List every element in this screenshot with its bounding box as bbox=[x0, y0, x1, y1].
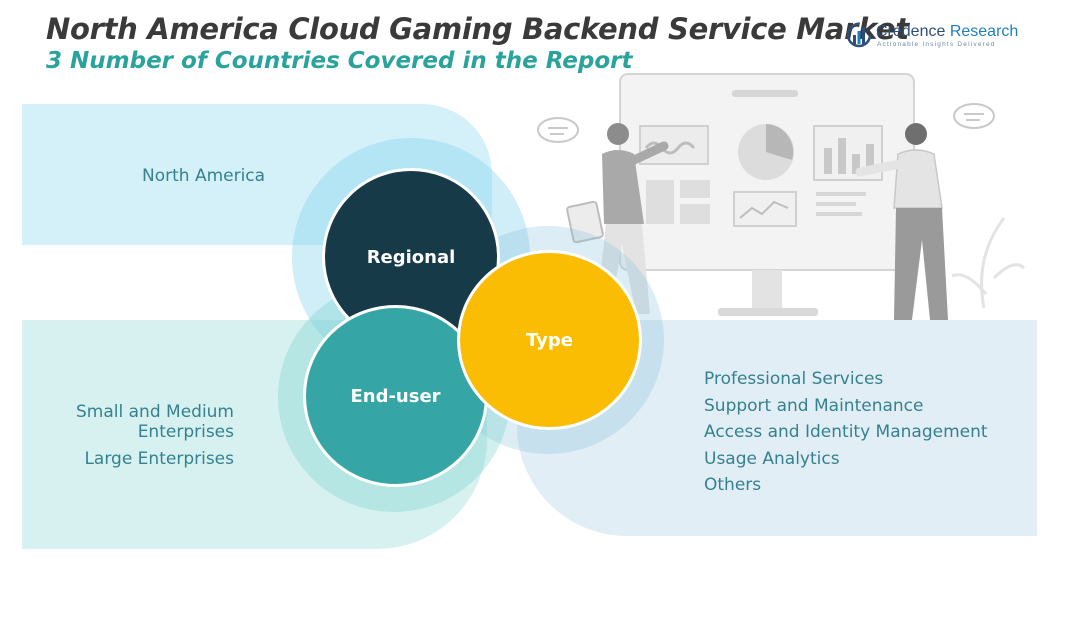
type-item: Support and Maintenance bbox=[704, 395, 924, 416]
enduser-circle-label: End-user bbox=[350, 385, 441, 407]
logo-name-part2: Research bbox=[945, 23, 1019, 40]
regional-circle-label: Regional bbox=[366, 246, 456, 268]
plant-leaves-icon bbox=[951, 217, 1026, 309]
logo-name: Credence Research bbox=[876, 23, 1018, 41]
type-item: Professional Services bbox=[704, 369, 884, 389]
regional-item: North America bbox=[142, 166, 266, 186]
enduser-item: Small and Medium Enterprises bbox=[76, 402, 234, 442]
logo-tagline: Actionable Insights Delivered bbox=[877, 41, 996, 48]
speech-bubble-icon bbox=[953, 103, 995, 129]
regional-items-list: North America bbox=[142, 166, 265, 186]
presenter-person-left-icon bbox=[566, 123, 669, 314]
enduser-item: Large Enterprises bbox=[84, 449, 234, 469]
presenter-person-right-icon bbox=[855, 123, 948, 320]
monitor-icon bbox=[619, 73, 915, 316]
page-title: North America Cloud Gaming Backend Servi… bbox=[46, 12, 909, 46]
enduser-items-list: Small and Medium Enterprises Large Enter… bbox=[14, 402, 234, 476]
speech-bubble-icon bbox=[537, 117, 579, 143]
logo-name-part1: Credence bbox=[876, 23, 946, 40]
type-item: Usage Analytics bbox=[704, 448, 840, 469]
type-item: Access and Identity Management bbox=[704, 422, 988, 442]
bar-chart-logo-icon bbox=[846, 22, 872, 48]
page-subtitle: 3 Number of Countries Covered in the Rep… bbox=[46, 48, 633, 74]
type-items-list: Professional Services Support and Mainte… bbox=[704, 366, 988, 499]
type-circle-label: Type bbox=[526, 329, 573, 351]
type-circle: Type bbox=[457, 250, 642, 430]
credence-research-logo: Credence Research Actionable Insights De… bbox=[846, 20, 1018, 52]
presentation-analytics-illustration bbox=[537, 73, 1026, 320]
type-item: Others bbox=[704, 475, 762, 495]
